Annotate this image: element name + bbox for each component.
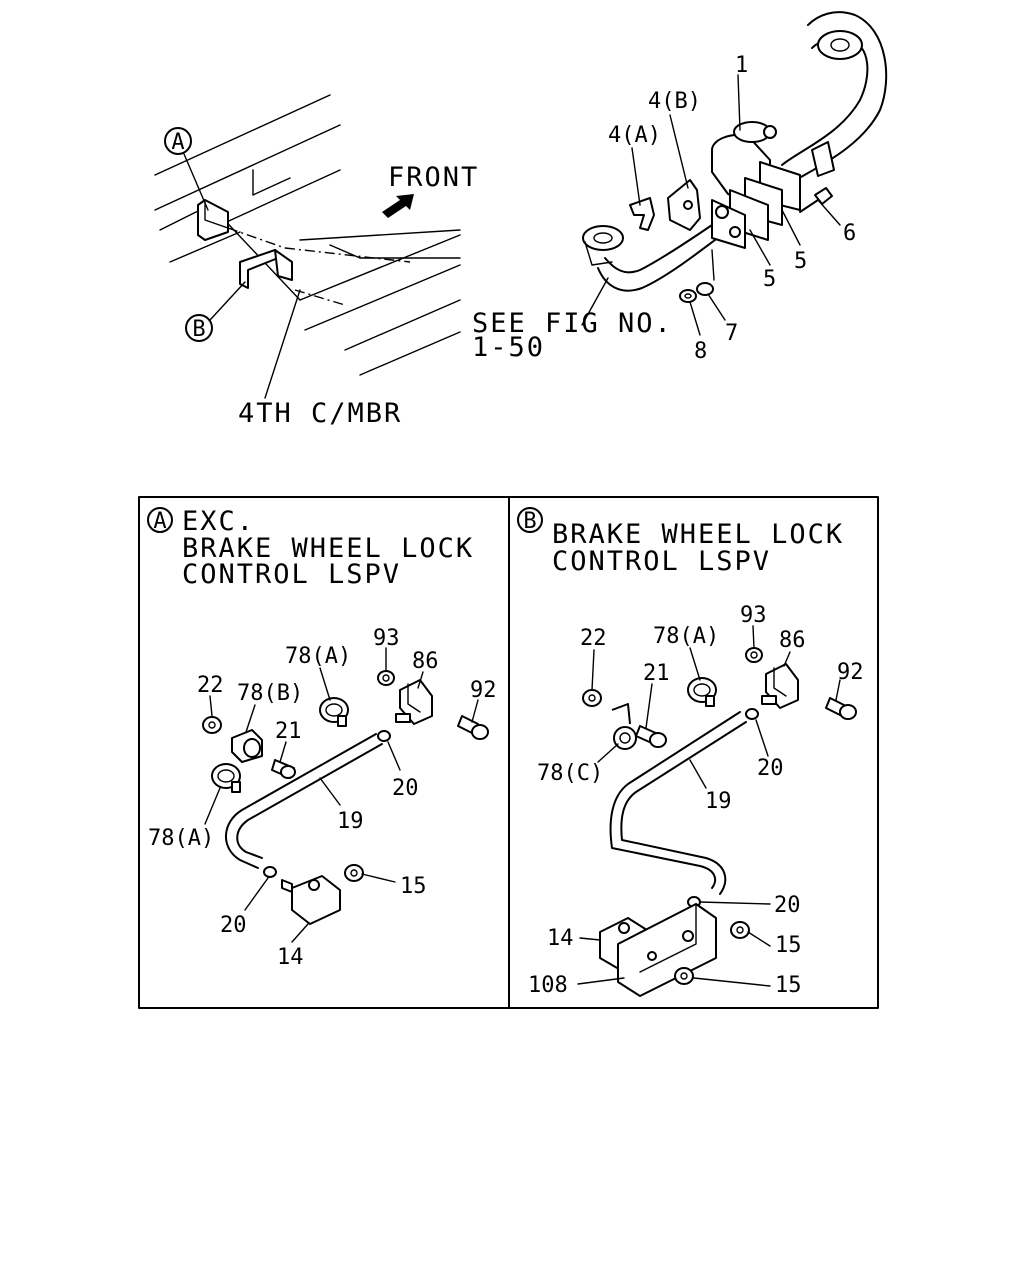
panel-a-part-92: 92: [470, 678, 497, 703]
part-5a-label: 5: [763, 267, 776, 292]
bolt-92-a: [457, 715, 489, 740]
frame-rails: [154, 94, 461, 376]
panel-b-marker: [517, 507, 543, 533]
part-1-label: 1: [735, 53, 748, 78]
lower-pipe: [582, 224, 716, 292]
bolt-92-b: [825, 697, 857, 720]
panel-b-part-20-mid: 20: [774, 893, 801, 918]
leaders-panel-b: [577, 625, 841, 987]
bolt-21-a: [271, 759, 296, 779]
part-6-label: 6: [843, 221, 856, 246]
svg-text:A: A: [171, 130, 184, 155]
panel-b-part-93: 93: [740, 603, 767, 628]
panel-a-part-21: 21: [275, 719, 302, 744]
panel-a-part-14: 14: [277, 945, 304, 970]
leaders-top-right: [581, 74, 841, 336]
front-arrow-icon: [382, 194, 414, 218]
member-leader: [264, 289, 301, 399]
panel-b: B BRAKE WHEEL LOCK CONTROL LSPV: [517, 507, 864, 998]
bracket-a-shape: [197, 199, 229, 241]
frame-view: A B FRONT 4TH C/MBR: [154, 94, 479, 429]
panel-b-title-1: BRAKE WHEEL LOCK: [552, 519, 844, 550]
panel-b-part-92: 92: [837, 660, 864, 685]
see-fig-line2: 1-50: [472, 332, 545, 363]
nut-93-b: [745, 647, 763, 663]
panel-a-title-1: EXC.: [182, 506, 255, 537]
panel-b-part-14: 14: [547, 926, 574, 951]
svg-text:B: B: [192, 317, 205, 342]
panel-a-part-78a-top: 78(A): [285, 644, 351, 669]
panel-b-marker-text: B: [523, 509, 536, 534]
clamp-78c-b: [611, 703, 637, 750]
clamp-78a-top-a: [319, 697, 349, 727]
panel-b-title-2: CONTROL LSPV: [552, 546, 771, 577]
nut-22-b: [582, 689, 602, 707]
panel-a-part-15: 15: [400, 874, 427, 899]
member-label: 4TH C/MBR: [238, 398, 402, 429]
panel-a-part-86: 86: [412, 649, 439, 674]
bracket-4b-shape: [667, 179, 701, 231]
panel-b-part-15-lower: 15: [775, 973, 802, 998]
part-5b-label: 5: [794, 249, 807, 274]
panel-a: A EXC. BRAKE WHEEL LOCK CONTROL LSPV: [147, 506, 497, 970]
panel-b-part-19: 19: [705, 789, 732, 814]
panel-b-part-20-top: 20: [757, 756, 784, 781]
callout-a: A: [164, 127, 209, 211]
panel-a-part-20-bottom: 20: [220, 913, 247, 938]
clip-20-top-a: [377, 730, 391, 742]
panel-a-title-3: CONTROL LSPV: [182, 559, 401, 590]
bracket-108-b: [617, 903, 717, 997]
panel-b-part-15-upper: 15: [775, 933, 802, 958]
callout-b: B: [185, 281, 246, 342]
panel-a-part-20-top: 20: [392, 776, 419, 801]
clip-20-top-b: [745, 708, 759, 720]
valve-14-a: [281, 875, 341, 925]
valve-assembly: 1 4(B) 4(A) 6 5 5 7 8 SEE FIG NO. 1-50: [472, 11, 888, 364]
nut-8-shape: [679, 289, 697, 303]
nut-15-upper-b: [730, 921, 750, 939]
panel-a-part-78b: 78(B): [237, 681, 303, 706]
part-4a-label: 4(A): [608, 123, 661, 148]
clamp-78b-a: [231, 729, 263, 763]
panel-a-marker-text: A: [153, 509, 166, 534]
bolt-6-shape: [799, 187, 833, 213]
clamp-78a-left-a: [211, 763, 241, 793]
leaders-panel-a: [204, 647, 479, 943]
panel-a-marker: [147, 507, 173, 533]
front-label: FRONT: [388, 162, 479, 193]
nut-93-a: [377, 670, 395, 686]
panel-b-part-22: 22: [580, 626, 607, 651]
joint-86-b: [761, 663, 799, 709]
panel-a-part-19: 19: [337, 809, 364, 834]
panel-b-part-78c: 78(C): [537, 761, 603, 786]
panel-b-part-78a: 78(A): [653, 624, 719, 649]
pipe-19-a: [225, 733, 383, 869]
upper-pipe: [781, 11, 888, 186]
bracket-b-shape: [239, 249, 293, 289]
clip-20-bottom-a: [263, 866, 277, 878]
nut-15-a: [344, 864, 364, 882]
bolt-21-b: [635, 725, 667, 748]
panel-b-part-21: 21: [643, 661, 670, 686]
panel-b-part-108: 108: [528, 973, 568, 998]
washer-7-shape: [696, 282, 714, 296]
see-fig-line1: SEE FIG NO.: [472, 308, 673, 339]
nut-22-a: [202, 716, 222, 734]
panel-a-part-22: 22: [197, 673, 224, 698]
pipe-19-b: [609, 711, 747, 895]
lspv-body: [711, 121, 801, 249]
joint-86-a: [395, 679, 433, 725]
bracket-4a-shape: [629, 197, 655, 231]
nut-15-lower-b: [674, 967, 694, 985]
panel-a-title-2: BRAKE WHEEL LOCK: [182, 533, 474, 564]
clamp-78a-b: [687, 677, 717, 707]
panel-b-part-86: 86: [779, 628, 806, 653]
part-7-label: 7: [725, 321, 738, 346]
part-8-label: 8: [694, 339, 707, 364]
part-4b-label: 4(B): [648, 89, 701, 114]
panel-a-part-78a-left: 78(A): [148, 826, 214, 851]
panel-a-part-93: 93: [373, 626, 400, 651]
